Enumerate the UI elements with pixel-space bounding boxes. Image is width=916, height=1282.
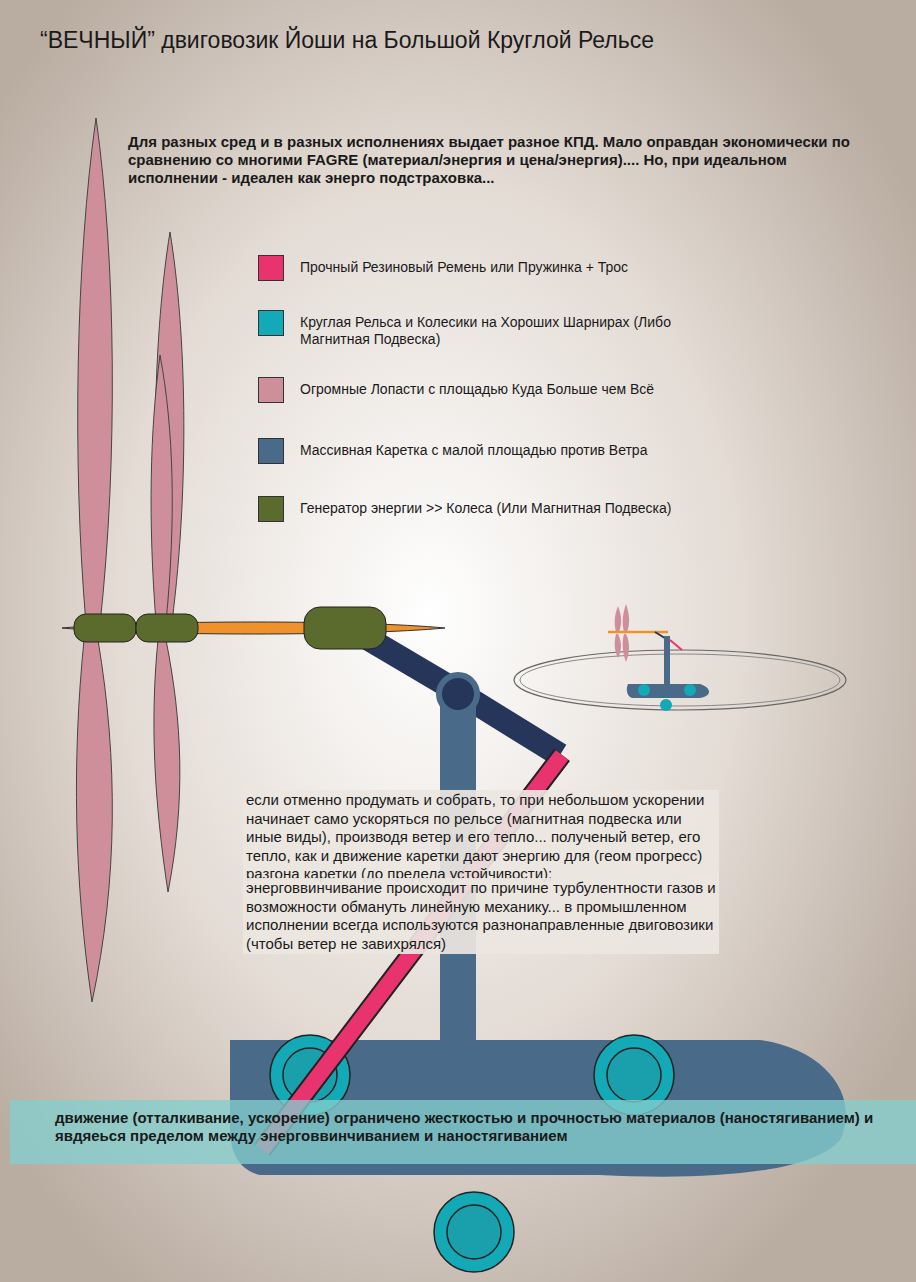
shaft [608, 631, 668, 634]
legend-swatch [258, 438, 284, 464]
legend-swatch [258, 255, 284, 281]
pivot [439, 675, 477, 713]
legend-swatch [258, 496, 284, 522]
legend-text: Прочный Резиновый Ремень или Пружинка + … [300, 255, 628, 276]
carriage [627, 684, 709, 698]
blade [615, 634, 621, 658]
generator [74, 614, 136, 642]
intro-note: Для разных сред и в разных исполнениях в… [128, 133, 868, 187]
legend-row: Круглая Рельса и Колесики на Хороших Шар… [258, 310, 678, 348]
generator [304, 607, 386, 649]
band: движение (отталкивание, ускорение) огран… [10, 1100, 916, 1164]
legend-row: Огромные Лопасти с площадью Куда Больше … [258, 377, 678, 403]
legend-swatch [258, 377, 284, 403]
wheel [660, 699, 672, 711]
legend-row: Генератор энергии >> Колеса (Или Магнитн… [258, 496, 678, 522]
generator [136, 614, 198, 642]
legend-row: Массивная Каретка с малой площадью проти… [258, 438, 678, 464]
title: “ВЕЧНЫЙ” двиговозик Йоши на Большой Круг… [40, 26, 900, 54]
wheel [684, 684, 696, 696]
legend-text: Огромные Лопасти с площадью Куда Больше … [300, 377, 654, 398]
legend-text: Круглая Рельса и Колесики на Хороших Шар… [300, 310, 678, 348]
blade [615, 606, 621, 632]
blade [623, 604, 629, 632]
wheel-hub [607, 1048, 661, 1102]
blade [76, 640, 112, 1002]
column [664, 636, 670, 688]
blade [78, 118, 113, 624]
blade [154, 640, 180, 892]
legend-row: Прочный Резиновый Ремень или Пружинка + … [258, 255, 678, 281]
legend-text: Массивная Каретка с малой площадью проти… [300, 438, 647, 459]
blade [151, 355, 172, 622]
body-note: если отменно продумать и собрать, то при… [243, 790, 719, 885]
wheel [434, 1192, 514, 1272]
inset-sketch [514, 604, 846, 711]
wheel-hub [447, 1205, 501, 1259]
rail-ring [514, 650, 846, 710]
legend-swatch [258, 310, 284, 336]
blades [76, 118, 183, 1002]
strap [670, 640, 682, 650]
band-text: движение (отталкивание, ускорение) огран… [55, 1109, 875, 1145]
legend-text: Генератор энергии >> Колеса (Или Магнитн… [300, 496, 671, 517]
blade [623, 634, 629, 662]
rail-ring [520, 654, 840, 706]
wheel [638, 684, 650, 696]
body-note: энерговвинчивание происходит по причине … [243, 878, 719, 954]
